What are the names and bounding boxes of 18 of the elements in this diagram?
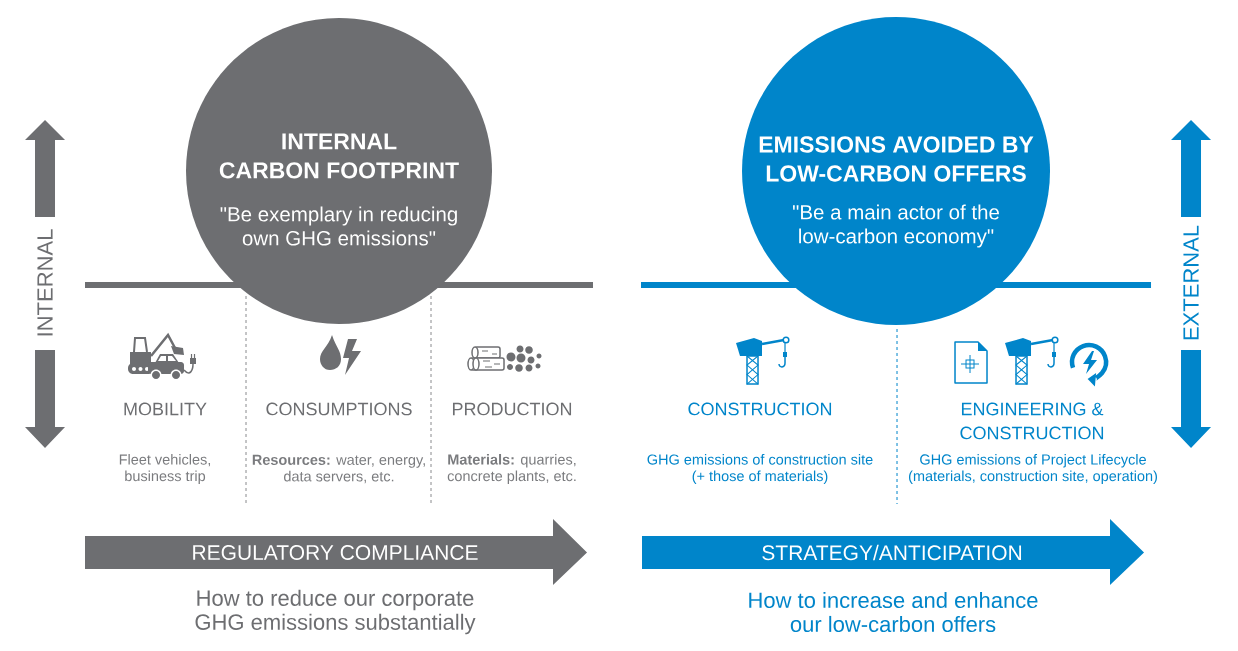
circle-heading: EMISSIONS AVOIDED BY LOW-CARBON OFFERS xyxy=(759,136,1034,182)
column-title: MOBILITY xyxy=(124,402,207,416)
description-text: GHG emissions of construction site (+ those of materials) xyxy=(647,454,873,484)
description-text: Materials: quarries, concrete plants, etc. xyxy=(447,454,576,484)
column-title: CONSUMPTIONS xyxy=(266,402,412,416)
description-text: Fleet vehicles, business trip xyxy=(119,454,210,484)
quote-text: "Be a main actor of the low-carbon economy" xyxy=(792,204,999,248)
column-title: PRODUCTION xyxy=(453,402,572,416)
circle-heading: INTERNAL CARBON FOOTPRINT xyxy=(219,133,459,179)
description-text: GHG emissions of Project Lifecycle (materials, construction site, operation) xyxy=(909,454,1157,484)
caption-text: How to reduce our corporate GHG emissions substantially xyxy=(195,589,476,635)
side-label: EXTERNAL xyxy=(1183,225,1199,340)
side-label: INTERNAL xyxy=(37,229,53,336)
caption-text: How to increase and enhance our low-carbon offers xyxy=(749,591,1038,633)
column-title: CONSTRUCTION xyxy=(688,402,832,416)
column-title: ENGINEERING & CONSTRUCTION xyxy=(960,402,1104,440)
description-text: Resources: water, energy, data servers, etc. xyxy=(252,454,425,484)
quote-text: "Be exemplary in reducing own GHG emissions" xyxy=(220,206,457,246)
